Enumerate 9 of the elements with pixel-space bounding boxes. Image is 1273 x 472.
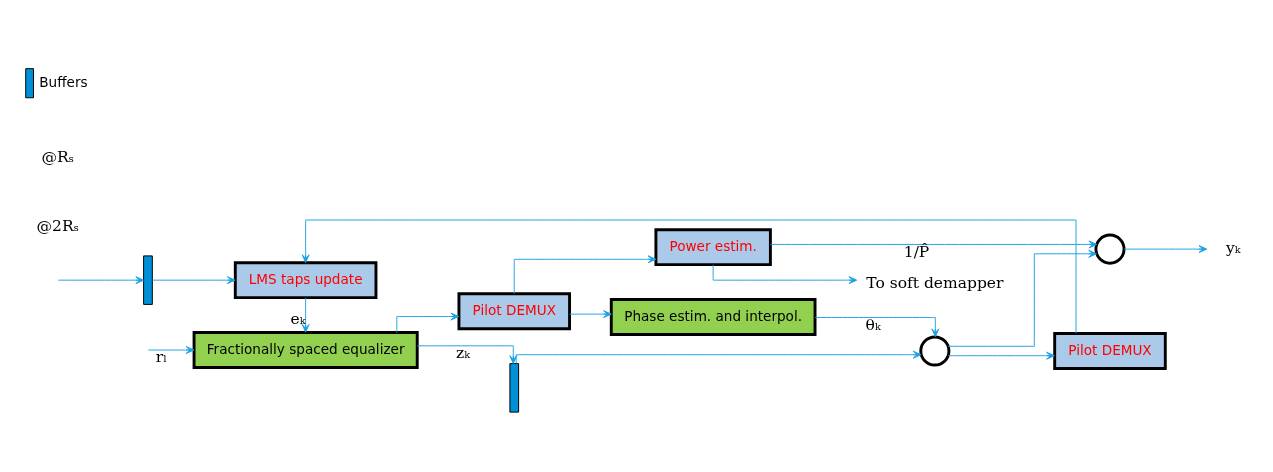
node-text: yₖ [1226,238,1241,257]
node-text: To soft demapper [866,273,1004,292]
label: @Rₛ [41,147,74,166]
legend-label: Buffers [39,73,88,90]
edge-label: θₖ [865,315,881,334]
edge-label: rₗ [155,347,168,366]
edge-label: zₖ [456,343,470,362]
label: @2Rₛ [36,216,79,235]
edge-label: 1/P̂ [903,242,930,261]
